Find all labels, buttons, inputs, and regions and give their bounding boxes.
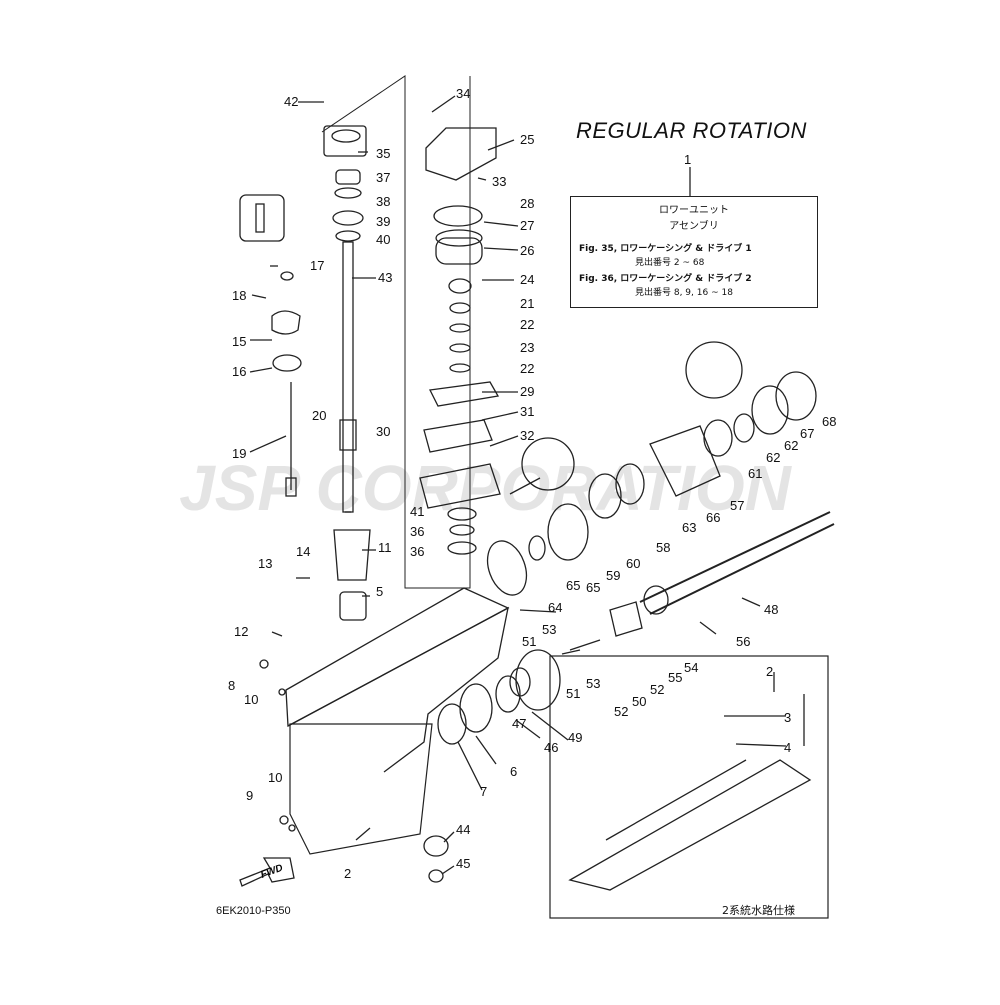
callout: 54	[684, 660, 698, 675]
callout: 1	[684, 152, 691, 167]
callout: 22	[520, 317, 534, 332]
callout: 27	[520, 218, 534, 233]
callout: 33	[492, 174, 506, 189]
callout: 13	[258, 556, 272, 571]
callout: 59	[606, 568, 620, 583]
callout: 36	[410, 544, 424, 559]
callout: 10	[244, 692, 258, 707]
callout: 47	[512, 716, 526, 731]
diagram-heading: REGULAR ROTATION	[576, 118, 807, 143]
callout: 40	[376, 232, 390, 247]
callout: 49	[568, 730, 582, 745]
callout: 9	[246, 788, 253, 803]
callout: 22	[520, 361, 534, 376]
callout: 63	[682, 520, 696, 535]
callout: 2	[766, 664, 773, 679]
callout: 26	[520, 243, 534, 258]
callout: 15	[232, 334, 246, 349]
callout: 62	[784, 438, 798, 453]
info-fig36: Fig. 36, ロワーケーシング & ドライブ 2	[579, 274, 752, 284]
callout: 6	[510, 764, 517, 779]
callout: 45	[456, 856, 470, 871]
callout: 67	[800, 426, 814, 441]
callout: 58	[656, 540, 670, 555]
callout: 52	[614, 704, 628, 719]
callout: 29	[520, 384, 534, 399]
callout: 61	[748, 466, 762, 481]
callout: 28	[520, 196, 534, 211]
callout: 2	[344, 866, 351, 881]
callout: 8	[228, 678, 235, 693]
diagram-lines	[239, 75, 835, 919]
callout: 62	[766, 450, 780, 465]
callout: 31	[520, 404, 534, 419]
callout: 65	[586, 580, 600, 595]
callout: 12	[234, 624, 248, 639]
callout: 60	[626, 556, 640, 571]
part-callouts: 42 34 35 25 37 33 38 28 39 27 40 26 17 4…	[228, 86, 836, 881]
callout: 64	[548, 600, 562, 615]
callout: 68	[822, 414, 836, 429]
callout: 44	[456, 822, 470, 837]
callout: 23	[520, 340, 534, 355]
info-line-1: ロワーユニット	[659, 205, 729, 216]
callout: 51	[566, 686, 580, 701]
callout: 34	[456, 86, 470, 101]
callout: 4	[784, 740, 791, 755]
callout: 18	[232, 288, 246, 303]
callout: 53	[586, 676, 600, 691]
callout: 24	[520, 272, 534, 287]
callout: 30	[376, 424, 390, 439]
callout: 41	[410, 504, 424, 519]
callout: 38	[376, 194, 390, 209]
callout: 56	[736, 634, 750, 649]
callout: 55	[668, 670, 682, 685]
callout: 25	[520, 132, 534, 147]
callout: 16	[232, 364, 246, 379]
callout: 10	[268, 770, 282, 785]
callout: 52	[650, 682, 664, 697]
callout: 51	[522, 634, 536, 649]
callout: 7	[480, 784, 487, 799]
callout: 5	[376, 584, 383, 599]
callout: 66	[706, 510, 720, 525]
callout: 42	[284, 94, 298, 109]
callout: 50	[632, 694, 646, 709]
callout: 46	[544, 740, 558, 755]
callout: 21	[520, 296, 534, 311]
callout: 35	[376, 146, 390, 161]
variant-note: 2系統水路仕様	[722, 904, 795, 917]
callout: 11	[378, 540, 392, 555]
watermark-text: JSP CORPORATION	[179, 452, 792, 524]
assembly-info-box: ロワーユニット アセンブリ Fig. 35, ロワーケーシング & ドライブ 1…	[570, 196, 818, 308]
callout: 17	[310, 258, 324, 273]
callout: 39	[376, 214, 390, 229]
info-fig36-sub: 見出番号 8, 9, 16 ~ 18	[635, 288, 733, 298]
callout: 48	[764, 602, 778, 617]
callout: 19	[232, 446, 246, 461]
callout: 37	[376, 170, 390, 185]
callout: 43	[378, 270, 392, 285]
fwd-arrow: FWD	[239, 857, 295, 887]
info-line-2: アセンブリ	[669, 221, 719, 232]
callout: 65	[566, 578, 580, 593]
callout: 20	[312, 408, 326, 423]
info-fig35-sub: 見出番号 2 ~ 68	[635, 258, 705, 268]
callout: 57	[730, 498, 744, 513]
diagram-code: 6EK2010-P350	[216, 905, 291, 917]
callout: 32	[520, 428, 534, 443]
callout: 14	[296, 544, 310, 559]
callout: 36	[410, 524, 424, 539]
callout: 53	[542, 622, 556, 637]
info-fig35: Fig. 35, ロワーケーシング & ドライブ 1	[579, 244, 752, 254]
callout: 3	[784, 710, 791, 725]
